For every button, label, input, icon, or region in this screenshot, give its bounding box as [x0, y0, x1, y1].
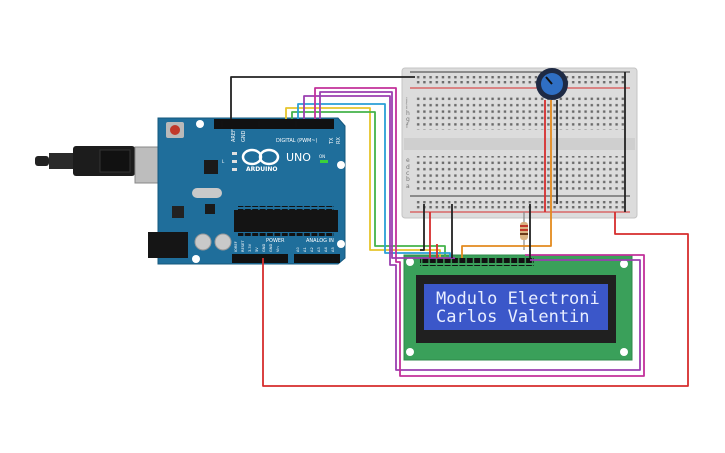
usb-cable-strain-relief — [35, 156, 49, 166]
resistor-band — [520, 225, 528, 227]
on-label: ON — [319, 154, 325, 159]
resistor-band — [520, 233, 528, 235]
potentiometer-indicator — [545, 76, 553, 85]
pin-aref-label: AREF — [231, 129, 237, 142]
wire-gnd-black — [230, 76, 415, 119]
breadboard: j i h g f e d c b a — [401, 67, 638, 219]
row-letter: j — [405, 97, 408, 104]
power-header-pins — [233, 255, 287, 262]
usb-plug-ridge — [99, 149, 131, 173]
analog-pin-label: A2 — [310, 247, 314, 252]
wire-purple — [303, 95, 641, 371]
mounting-hole — [337, 240, 345, 248]
row-letters: j i h g f e d c b a — [405, 97, 410, 190]
lcd-line-1: Modulo Electroni — [436, 289, 600, 309]
digital-header-pins — [216, 120, 332, 128]
center-channel — [404, 138, 635, 150]
arduino-logo: ARDUINO UNO — [241, 148, 311, 173]
power-pin-label: RESET — [241, 240, 245, 252]
bottom-rail-holes — [415, 199, 625, 209]
row-letter: h — [406, 110, 410, 117]
pin-gnd-label: GND — [241, 130, 247, 142]
mounting-hole — [196, 120, 204, 128]
logo-right-loop — [258, 148, 280, 166]
lcd-mounting-hole — [620, 348, 628, 356]
digital-header-label: DIGITAL (PWM~) — [276, 138, 318, 144]
row-letter: e — [406, 157, 410, 164]
analog-header-label: ANALOG IN — [306, 238, 334, 244]
upper-terminal-holes — [415, 96, 625, 130]
power-pin-label: GND — [262, 244, 266, 252]
tx-led — [232, 152, 237, 155]
mounting-hole — [337, 161, 345, 169]
wire-green — [291, 111, 446, 258]
analog-pin-label: A0 — [296, 247, 300, 252]
row-letter: d — [406, 164, 410, 171]
chip-pins-bottom — [238, 232, 334, 236]
power-pin-label: GND — [269, 244, 273, 252]
l-led — [232, 168, 237, 171]
row-letter: i — [406, 104, 408, 111]
mounting-hole — [192, 255, 200, 263]
pin-rx-label: RX — [336, 137, 342, 144]
rx-led — [232, 160, 237, 163]
analog-pin-label: A5 — [331, 247, 335, 252]
pin-tx-label: TX — [329, 137, 335, 145]
analog-pin-label: A4 — [324, 247, 328, 252]
capacitor — [194, 233, 212, 251]
lcd-mounting-hole — [406, 348, 414, 356]
power-pin-label: Vin — [276, 246, 280, 252]
l-label: L — [222, 159, 225, 164]
model-label: UNO — [286, 151, 311, 164]
lcd-pin-header — [420, 258, 534, 266]
analog-pin-labels: A0 A1 A2 A3 A4 A5 — [296, 247, 335, 252]
analog-pin-label: A1 — [303, 247, 307, 252]
power-on-led — [320, 160, 328, 163]
resistor-band — [520, 229, 528, 231]
lcd-screen — [424, 284, 608, 330]
power-pin-label: 5V — [255, 247, 259, 252]
wire-purple-2 — [319, 91, 455, 259]
usb-interface-chip — [204, 160, 218, 174]
analog-header-pins — [295, 255, 339, 262]
crystal-oscillator — [192, 188, 222, 198]
resistor — [520, 212, 528, 250]
chip-pins-top — [238, 206, 334, 210]
wire-magenta — [314, 87, 645, 377]
power-pin-label: 3.3V — [248, 243, 252, 252]
lower-terminal-holes — [415, 156, 625, 190]
reset-button-cap[interactable] — [170, 125, 180, 135]
row-letter: c — [406, 170, 409, 177]
wire-yellow — [285, 107, 441, 258]
row-letter: b — [406, 176, 410, 183]
power-jack — [148, 232, 188, 258]
row-letter: f — [406, 123, 409, 130]
voltage-regulator — [172, 206, 184, 218]
wire-pot-wiper — [461, 100, 552, 258]
lcd-line-2: Carlos Valentin — [436, 307, 590, 327]
brand-label: ARDUINO — [246, 166, 277, 173]
potentiometer[interactable] — [536, 68, 568, 100]
small-chip — [205, 204, 215, 214]
wire-blue — [297, 103, 451, 258]
power-pin-label: IOREF — [234, 241, 238, 252]
top-rail-holes — [415, 75, 625, 85]
usb-cable-boot — [49, 153, 73, 169]
capacitor — [214, 233, 232, 251]
lcd-mounting-hole — [406, 258, 414, 266]
row-letter: g — [406, 116, 410, 123]
power-header-label: POWER — [266, 238, 285, 244]
lcd-mounting-hole — [620, 260, 628, 268]
analog-pin-label: A3 — [317, 247, 321, 252]
power-pin-labels: IOREF RESET 3.3V 5V GND GND Vin — [234, 240, 280, 252]
lcd-module: Modulo Electroni Carlos Valentin — [403, 254, 633, 361]
wire-lcd-gnd — [420, 204, 425, 251]
wires — [230, 72, 689, 387]
arduino-uno-board: GND AREF TX RX DIGITAL (PWM~) ARDUINO UN… — [35, 117, 346, 265]
atmega-microcontroller — [234, 210, 338, 232]
wire-5v-red — [262, 212, 689, 387]
row-letter: a — [406, 183, 410, 190]
